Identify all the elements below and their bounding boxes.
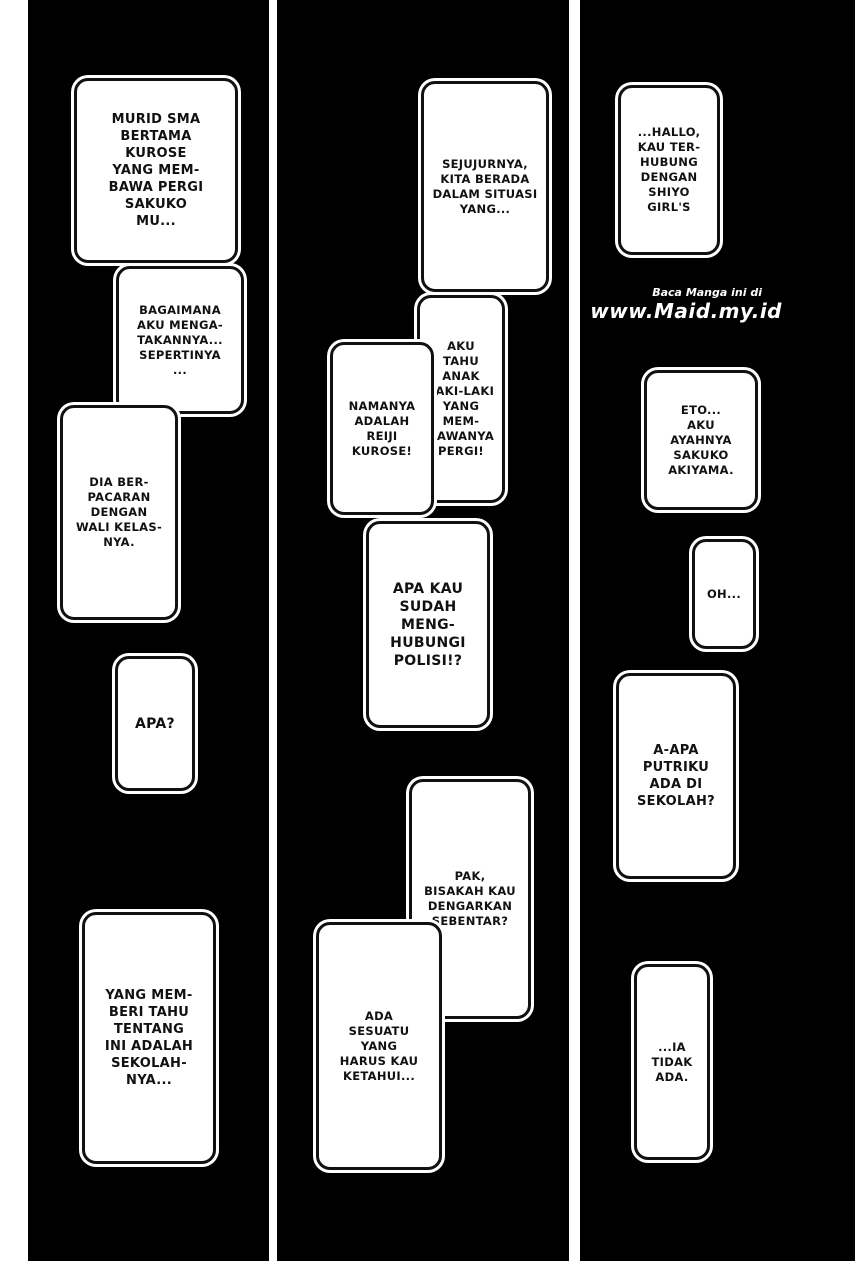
bubble-text: ...IA TIDAK ADA. [651, 1039, 693, 1084]
bubble-text: DIA BER- PACARAN DENGAN WALI KELAS- NYA. [75, 475, 163, 549]
bubble-text: A-APA PUTRIKU ADA DI SEKOLAH? [637, 743, 715, 809]
watermark-url: www.Maid.my.id [590, 299, 782, 323]
bubble-text: OH... [706, 586, 741, 601]
speech-bubble: ...IA TIDAK ADA. [634, 964, 710, 1160]
speech-bubble: PAK, BISAKAH KAU DENGARKAN SEBENTAR? [409, 779, 531, 1019]
speech-bubble: APA? [115, 656, 195, 791]
speech-bubble: BAGAIMANA AKU MENGA- TAKANNYA... SEPERTI… [116, 266, 244, 414]
bubble-text: YANG MEM- BERI TAHU TENTANG INI ADALAH S… [104, 988, 194, 1088]
speech-bubble: SEJUJURNYA, KITA BERADA DALAM SITUASI YA… [421, 81, 549, 292]
speech-bubble: A-APA PUTRIKU ADA DI SEKOLAH? [616, 673, 736, 879]
bubble-text: NAMANYA ADALAH REIJI KUROSE! [348, 398, 416, 458]
speech-bubble: ETO... AKU AYAHNYA SAKUKO AKIYAMA. [644, 370, 758, 510]
watermark: Baca Manga ini di www.Maid.my.id [568, 286, 782, 323]
bubble-text: APA KAU SUDAH MENG- HUBUNGI POLISI!? [390, 580, 466, 669]
bubble-text: ...HALLO, KAU TER- HUBUNG DENGAN SHIYO G… [637, 125, 701, 214]
speech-bubble: ADA SESUATU YANG HARUS KAU KETAHUI... [316, 922, 442, 1170]
bubble-text: AKU TAHU ANAK LAKI-LAKI YANG MEM- BAWANY… [427, 339, 495, 458]
bubble-text: MURID SMA BERTAMA KUROSE YANG MEM- BAWA … [108, 112, 204, 229]
speech-bubble: OH... [692, 539, 756, 649]
speech-bubble: MURID SMA BERTAMA KUROSE YANG MEM- BAWA … [74, 78, 238, 263]
bubble-text: ADA SESUATU YANG HARUS KAU KETAHUI... [339, 1008, 419, 1083]
bubble-text: APA? [135, 715, 175, 732]
speech-bubble: YANG MEM- BERI TAHU TENTANG INI ADALAH S… [82, 912, 216, 1164]
bubble-text: PAK, BISAKAH KAU DENGARKAN SEBENTAR? [424, 869, 516, 928]
watermark-line1: Baca Manga ini di [652, 286, 762, 299]
bubble-text: ETO... AKU AYAHNYA SAKUKO AKIYAMA. [668, 402, 734, 477]
speech-bubble: APA KAU SUDAH MENG- HUBUNGI POLISI!? [366, 521, 490, 728]
bubble-text: BAGAIMANA AKU MENGA- TAKANNYA... SEPERTI… [137, 302, 223, 377]
speech-bubble: DIA BER- PACARAN DENGAN WALI KELAS- NYA. [60, 405, 178, 620]
speech-bubble: ...HALLO, KAU TER- HUBUNG DENGAN SHIYO G… [618, 85, 720, 255]
bubble-text: SEJUJURNYA, KITA BERADA DALAM SITUASI YA… [432, 156, 538, 216]
speech-bubble: NAMANYA ADALAH REIJI KUROSE! [330, 342, 434, 515]
